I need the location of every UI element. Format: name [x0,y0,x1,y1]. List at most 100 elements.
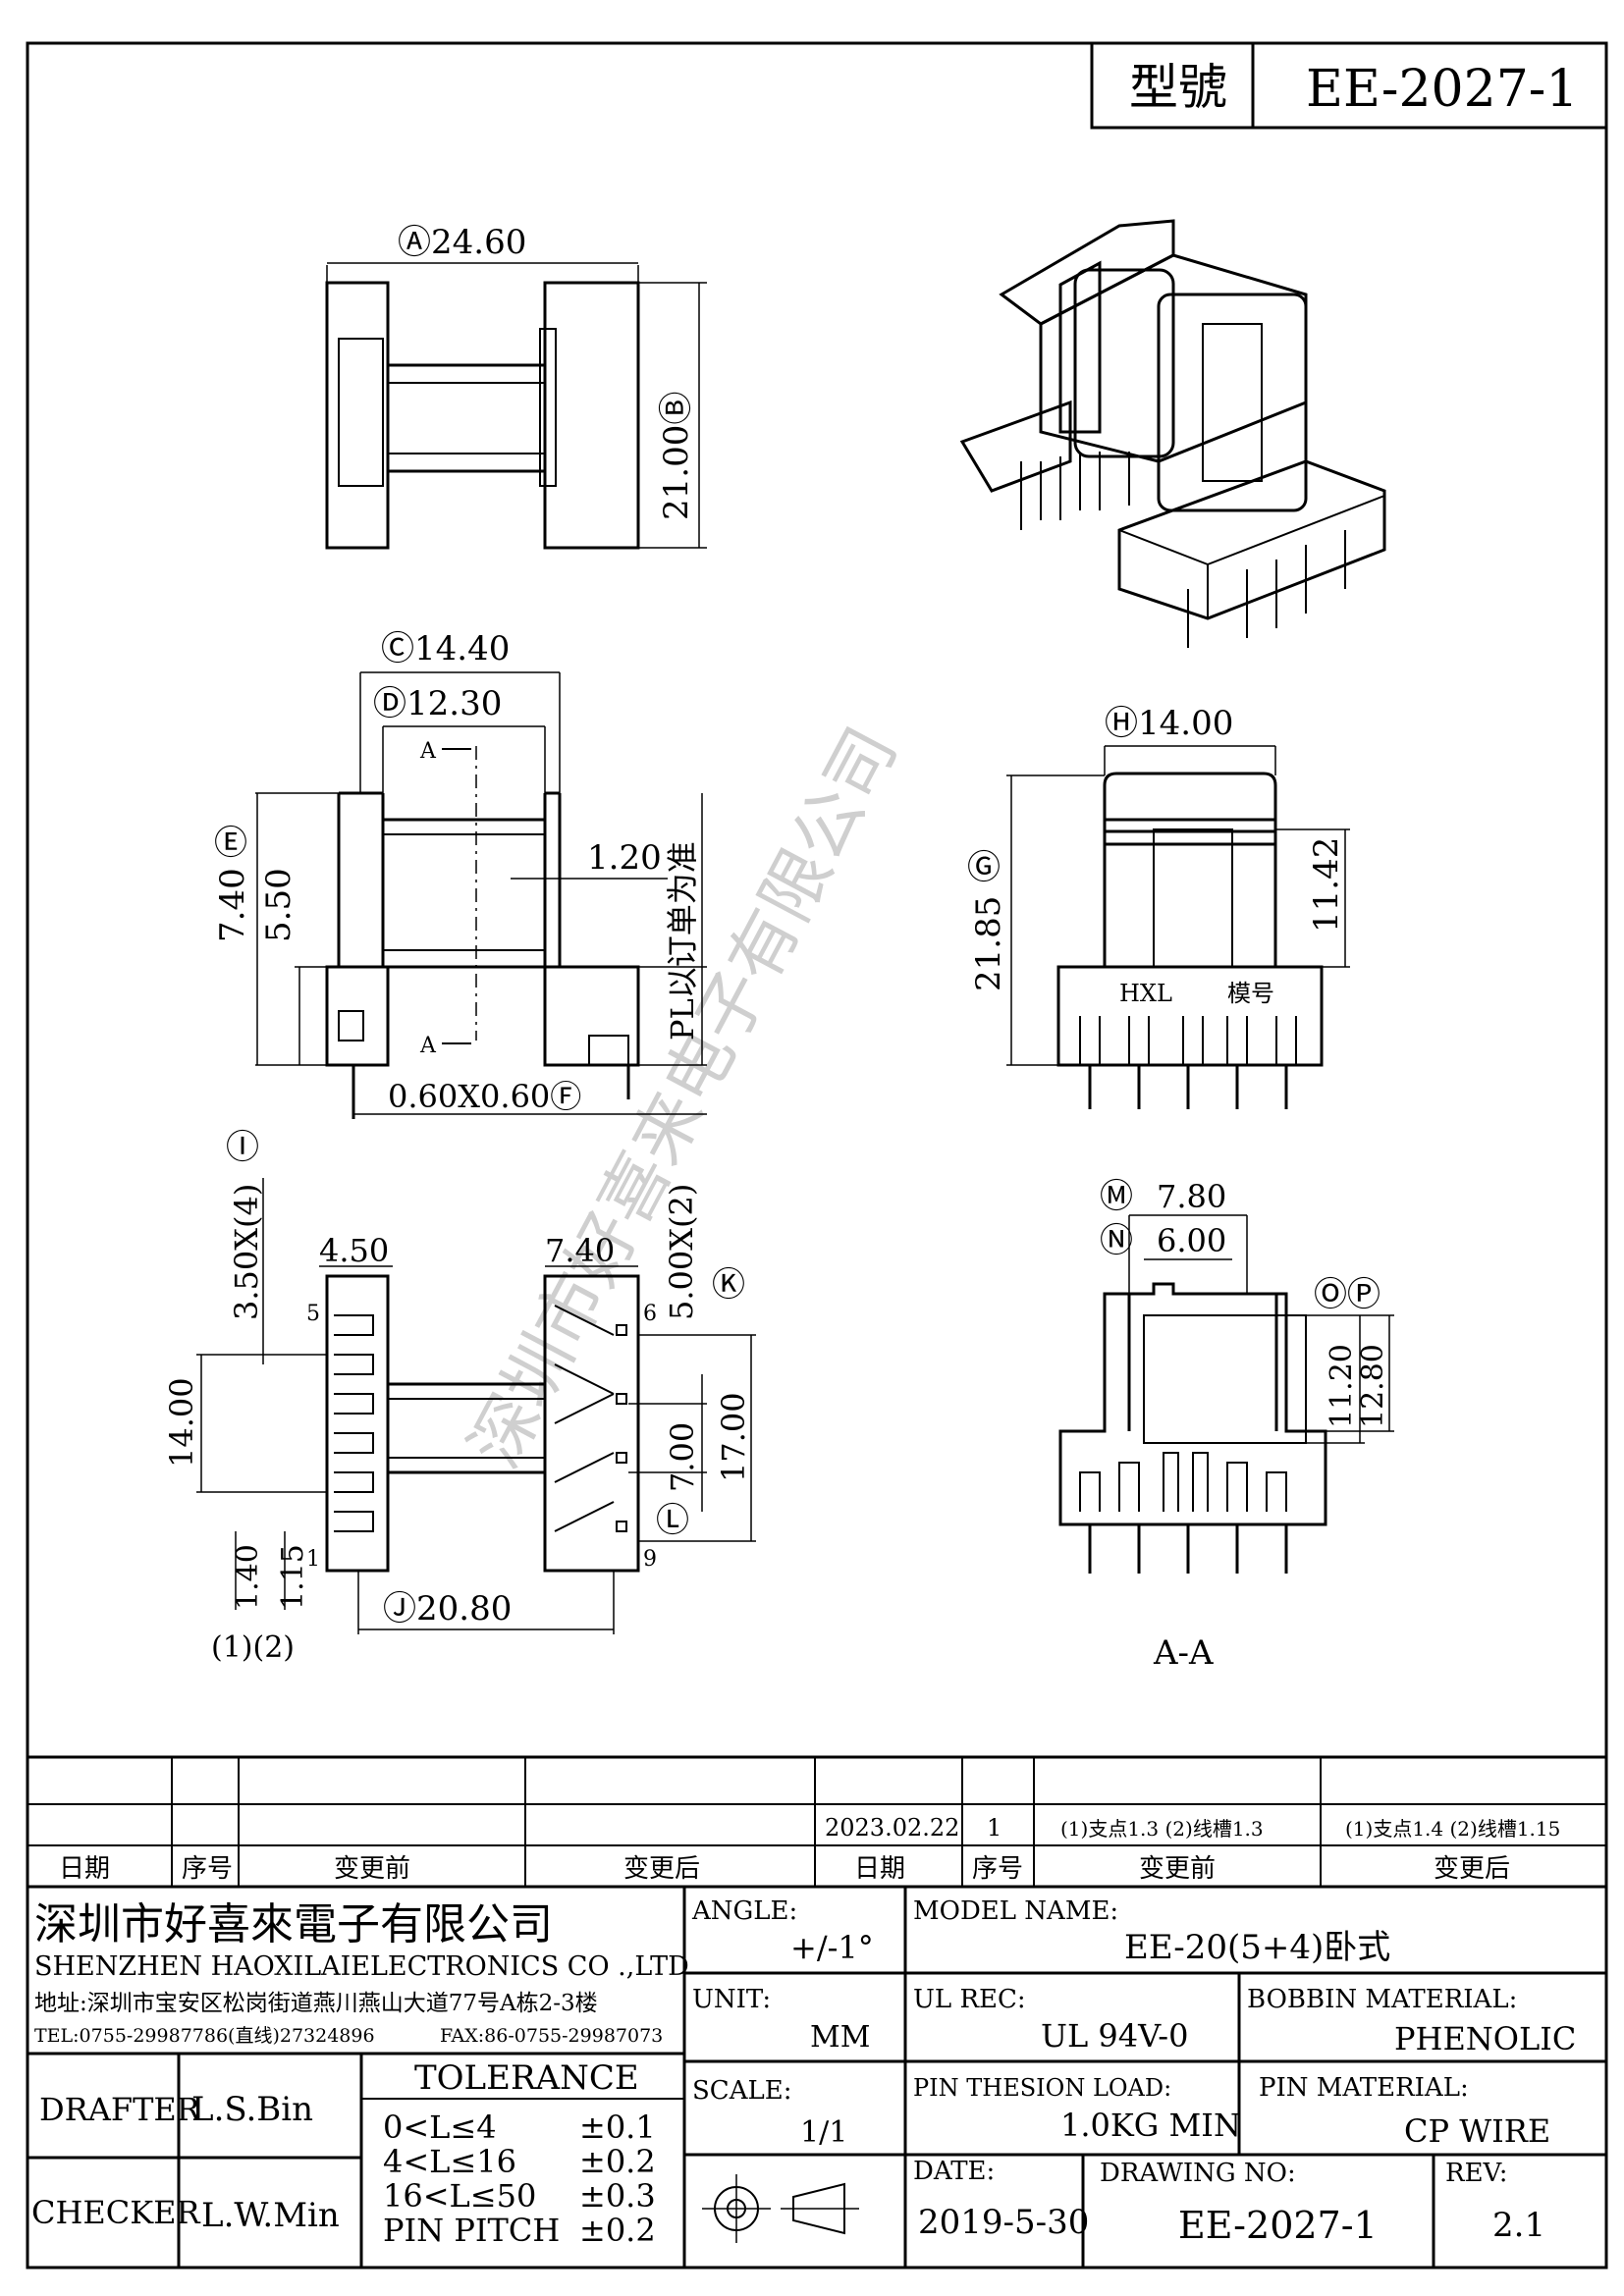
front-label-hxl: HXL [1119,980,1172,1007]
side-view: A A Ⓒ14.40 Ⓓ12.30 Ⓔ 7.40 5.50 1.20 PL以订单… [213,629,707,1119]
checker-label: CHECKER [31,2194,201,2231]
company-name-cn: 深圳市好喜來電子有限公司 [34,1899,553,1949]
date-label: DATE: [913,2157,995,2186]
tolerance-value-1: ±0.1 [579,2109,656,2146]
unit-label: UNIT: [692,1985,771,2014]
company-tel: TEL:0755-29987786(直线)27324896 [34,2025,375,2047]
rev-header-before-1: 变更前 [334,1854,410,1884]
pin-load-value: 1.0KG MIN [1060,2107,1241,2144]
dim-780: 7.80 [1157,1178,1226,1215]
dim-e-value: 7.40 [213,868,252,942]
dim-115: 1.15 [276,1544,310,1610]
unit-value: MM [810,2020,870,2055]
dim-n-circle: Ⓝ [1100,1221,1133,1260]
tolerance-range-3: 16<L≤50 [383,2177,536,2215]
section-mark-top: A [419,739,437,764]
dim-i-circle: Ⓘ [226,1128,259,1167]
scale-label: SCALE: [692,2076,792,2106]
model-header: 型號 EE-2027-1 [1090,41,1608,130]
rev-header-date-1: 日期 [59,1854,110,1884]
rev-label: REV: [1445,2159,1507,2188]
rev-header-after-2: 变更后 [1434,1854,1510,1884]
section-mark-bottom: A [419,1034,437,1058]
model-name-label: MODEL NAME: [913,1896,1118,1926]
note-12: (1)(2) [211,1630,295,1665]
dim-k-circle: Ⓚ [712,1265,745,1305]
dim-450: 4.50 [319,1232,389,1269]
company-fax: FAX:86-0755-29987073 [440,2025,663,2047]
dim-1280: 12.80 [1356,1344,1390,1428]
rev-header-before-2: 变更前 [1139,1854,1216,1884]
ul-label: UL REC: [913,1985,1026,2014]
model-label: 型號 [1129,59,1227,116]
scale-value: 1/1 [800,2115,847,2150]
drawing-no-label: DRAWING NO: [1100,2159,1296,2188]
rev-header-seq-1: 序号 [182,1854,233,1884]
drafter-label: DRAFTER [39,2091,201,2128]
tolerance-title: TOLERANCE [414,2058,639,2098]
dim-d: Ⓓ12.30 [373,684,502,723]
top-view: Ⓐ24.60 21.00Ⓑ [325,223,707,550]
drafter-value: L.S.Bin [191,2090,313,2129]
dim-a: Ⓐ24.60 [398,223,526,262]
date-value: 2019-5-30 [918,2203,1089,2242]
rev-after: (1)支点1.4 (2)线槽1.15 [1345,1817,1560,1841]
company-address: 地址:深圳市宝安区松岗街道燕川燕山大道77号A栋2-3楼 [34,1991,598,2016]
tolerance-value-4: ±0.2 [579,2212,656,2249]
tolerance-value-3: ±0.3 [579,2177,656,2215]
dim-1400: 14.00 [163,1377,200,1468]
dim-g-value: 21.85 [969,896,1008,991]
ul-value: UL 94V-0 [1041,2017,1188,2055]
revision-table: 2023.02.22 1 (1)支点1.3 (2)线槽1.3 (1)支点1.4 … [27,1755,1606,1889]
bobbin-value: PHENOLIC [1394,2020,1576,2057]
checker-value: L.W.Min [201,2196,340,2235]
rev-header-date-2: 日期 [854,1854,905,1884]
pin-material-value: CP WIRE [1404,2112,1550,2150]
rev-before: (1)支点1.3 (2)线槽1.3 [1060,1817,1264,1841]
dim-1700: 17.00 [715,1392,752,1482]
drawing-no-value: EE-2027-1 [1178,2204,1378,2247]
dim-120: 1.20 [587,838,662,878]
dim-700: 7.00 [664,1422,701,1492]
iso-view [959,219,1386,648]
pin-9: 9 [643,1547,657,1572]
dim-m-circle: Ⓜ [1100,1177,1133,1216]
rev-date: 2023.02.22 [825,1814,959,1842]
dim-l-circle: Ⓛ [656,1501,689,1540]
title-block: 深圳市好喜來電子有限公司 SHENZHEN HAOXILAIELECTRONIC… [27,1887,1606,2268]
tolerance-range-2: 4<L≤16 [383,2143,516,2180]
projection-symbol-icon [702,2174,859,2243]
dim-1142: 11.42 [1307,837,1346,933]
section-title: A-A [1153,1633,1214,1673]
model-name-value: EE-20(5+4)卧式 [1124,1928,1390,1967]
dim-b: 21.00Ⓑ [657,392,696,520]
pin-1: 1 [306,1547,320,1572]
dim-550: 5.50 [259,868,298,942]
dim-600: 6.00 [1157,1222,1226,1259]
pin-material-label: PIN MATERIAL: [1259,2073,1469,2103]
tolerance-range-4: PIN PITCH [383,2212,560,2249]
tolerance-range-1: 0<L≤4 [383,2109,497,2146]
bottom-view: 5 6 1 9 Ⓘ 3.50X(4) 4.50 7.40 5.00X(2) Ⓚ … [163,1128,756,1665]
dim-f: 0.60X0.60Ⓕ [388,1078,581,1115]
rev-header-after-1: 变更后 [623,1854,700,1884]
dim-h: Ⓗ14.00 [1105,704,1233,743]
tolerance-value-2: ±0.2 [579,2143,656,2180]
pin-load-label: PIN THESION LOAD: [913,2074,1171,2102]
dim-op-circle: ⓄⓅ [1314,1275,1380,1314]
rev-value: 2.1 [1492,2206,1545,2245]
dim-500: 5.00X(2) [663,1184,700,1320]
dim-740: 7.40 [545,1232,615,1269]
pin-5: 5 [306,1302,320,1326]
dim-350: 3.50X(4) [228,1184,265,1320]
dim-140: 1.40 [231,1544,265,1610]
sheet-border [26,41,1608,2269]
dim-j: Ⓙ20.80 [383,1589,512,1629]
section-view: Ⓜ 7.80 Ⓝ 6.00 ⓄⓅ 11.20 12.80 A-A [1058,1177,1394,1673]
note-pl: PL以订单为准 [664,841,701,1041]
bobbin-label: BOBBIN MATERIAL: [1247,1985,1517,2014]
dim-g-circle: Ⓖ [967,848,1001,887]
dim-1120: 11.20 [1325,1344,1359,1428]
angle-value: +/-1° [790,1929,874,1966]
